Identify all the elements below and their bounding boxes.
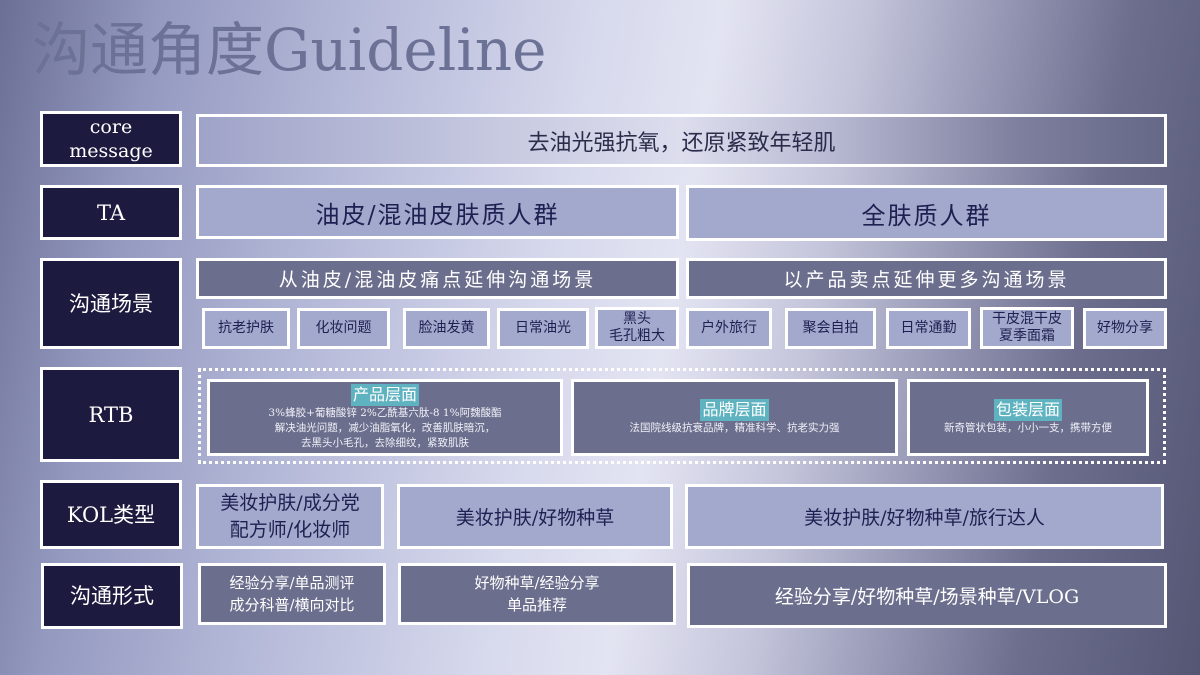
row-label-rtb: RTB [40,367,182,462]
row-label-kol: KOL类型 [40,480,182,549]
scenario-header-product: 以产品卖点延伸更多沟通场景 [686,258,1167,299]
scenario-chip-text: 户外旅行 [701,320,757,336]
format-cell-text: 好物种草/经验分享 [474,574,600,592]
rtb-product-line: 去黑头小毛孔，去除细纹，紧致肌肤 [301,437,469,449]
rtb-brand-line: 法国院线级抗衰品牌，精准科学、抗老实力强 [629,422,840,434]
format-label: 沟通形式 [70,584,154,608]
scenario-header-oily-text: 从油皮/混油皮痛点延伸沟通场景 [278,269,597,291]
scenario-header-product-text: 以产品卖点延伸更多沟通场景 [783,269,1070,291]
format-cell-text: 单品推荐 [506,596,567,614]
kol-cell: 美妆护肤/成分党 配方师/化妆师 [196,484,384,549]
scenario-chip: 干皮混干皮 夏季面霜 [980,307,1074,349]
rtb-product-line: 解决油光问题，减少油脂氧化，改善肌肤暗沉， [274,422,496,434]
rtb-tag-packaging: 包装层面 [993,399,1062,421]
kol-cell-text: 配方师/化妆师 [229,518,351,541]
kol-cell: 美妆护肤/好物种草/旅行达人 [685,484,1164,549]
kol-label: KOL类型 [66,502,156,527]
row-label-ta: TA [40,185,182,240]
scenario-chip: 日常油光 [497,308,589,349]
rtb-packaging-line: 新奇管状包装，小小一支，携带方便 [944,422,1112,434]
scenario-chip: 户外旅行 [686,308,772,349]
rtb-label: RTB [88,402,134,427]
kol-cell: 美妆护肤/好物种草 [397,484,673,549]
core-label-line2: message [69,140,153,162]
rtb-card-packaging: 包装层面 新奇管状包装，小小一支，携带方便 [907,379,1149,456]
scenario-chip: 脸油发黄 [403,308,490,349]
rtb-card-product: 产品层面 3%蜂胶+葡糖酸锌 2%乙酰基六肽-8 1%阿魏酸酯 解决油光问题，减… [207,379,563,456]
core-message-cell: 去油光强抗氧，还原紧致年轻肌 [196,114,1167,167]
rtb-dotted-container [198,368,1166,464]
page-title: 沟通角度Guideline [32,16,547,84]
ta-oily-text: 油皮/混油皮肤质人群 [315,200,560,229]
scenario-chip: 聚会自拍 [785,308,876,349]
row-label-format: 沟通形式 [41,563,183,629]
scenario-chip: 黑头 毛孔粗大 [595,307,679,349]
row-label-scenarios: 沟通场景 [40,258,182,349]
scenario-chip-text: 化妆问题 [315,320,372,336]
format-cell-text: 成分科普/横向对比 [229,596,355,614]
core-message-text: 去油光强抗氧，还原紧致年轻肌 [527,130,836,156]
scenario-chip: 抗老护肤 [202,308,290,349]
scenario-chip-text: 干皮混干皮 [992,311,1062,327]
format-cell: 经验分享/单品测评 成分科普/横向对比 [198,563,386,625]
ta-cell-oily: 油皮/混油皮肤质人群 [196,185,679,239]
rtb-tag-brand: 品牌层面 [700,399,769,421]
scenario-chip-text: 日常通勤 [900,320,957,336]
scenario-chip-text: 聚会自拍 [802,320,859,336]
scenario-chip-text: 好物分享 [1097,320,1153,336]
core-label-line1: core [89,116,133,138]
format-cell-text: 经验分享/单品测评 [229,574,355,592]
scenario-chip-text: 黑头 [623,311,651,327]
scenario-chip-text: 抗老护肤 [218,320,274,336]
rtb-product-line: 3%蜂胶+葡糖酸锌 2%乙酰基六肽-8 1%阿魏酸酯 [268,407,502,419]
scenario-chip-text: 毛孔粗大 [609,328,665,344]
kol-cell-text: 美妆护肤/好物种草/旅行达人 [804,507,1045,529]
scenario-chip-text: 夏季面霜 [999,328,1055,344]
rtb-card-brand: 品牌层面 法国院线级抗衰品牌，精准科学、抗老实力强 [571,379,898,456]
scenario-chip: 化妆问题 [297,308,390,349]
ta-all-text: 全肤质人群 [861,201,992,230]
rtb-tag-product: 产品层面 [350,384,419,406]
format-cell-text: 经验分享/好物种草/场景种草/VLOG [774,586,1080,608]
scenarios-label: 沟通场景 [69,291,153,316]
format-cell: 好物种草/经验分享 单品推荐 [398,563,676,625]
scenario-chip-text: 脸油发黄 [418,320,475,336]
scenario-chip-text: 日常油光 [515,320,571,336]
kol-cell-text: 美妆护肤/成分党 [220,491,360,514]
scenario-chip: 好物分享 [1083,308,1167,349]
kol-cell-text: 美妆护肤/好物种草 [455,507,615,529]
row-label-core-message: core message [40,111,182,167]
format-cell: 经验分享/好物种草/场景种草/VLOG [687,563,1167,628]
ta-label: TA [96,200,126,225]
scenario-chip: 日常通勤 [886,308,971,349]
ta-cell-all: 全肤质人群 [686,185,1167,241]
scenario-header-oily: 从油皮/混油皮痛点延伸沟通场景 [196,258,679,299]
